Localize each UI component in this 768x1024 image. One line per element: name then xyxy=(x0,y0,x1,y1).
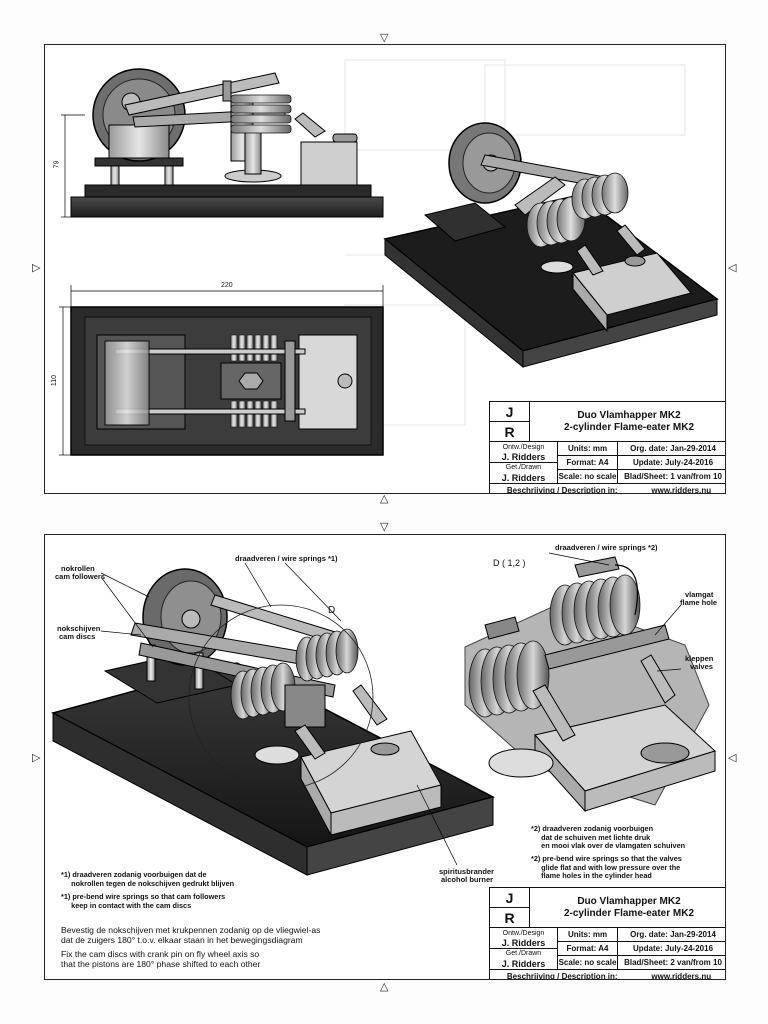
units: Units: mm xyxy=(558,442,618,456)
drawn-label: Get./Drawn xyxy=(490,463,558,472)
initials-r: R xyxy=(490,422,530,442)
drawing-title: Duo Vlamhapper MK2 2-cylinder Flame-eate… xyxy=(530,402,725,442)
note-1-en: *1) pre-bend wire springs so that cam fo… xyxy=(61,892,226,910)
registration-mark-left-2: ▷ xyxy=(32,752,41,764)
dim-height-top: 110 xyxy=(51,374,59,387)
label-detail-d-scale: D ( 1,2 ) xyxy=(493,558,526,568)
label-cam-followers-nl: nokrollen xyxy=(61,564,95,573)
design-label: Ontw./Design xyxy=(490,442,558,452)
format: Format: A4 xyxy=(558,942,618,956)
website-link[interactable]: www.ridders.nu xyxy=(651,971,712,980)
drawing-title: Duo Vlamhapper MK2 2-cylinder Flame-eate… xyxy=(530,888,725,928)
label-cam-followers-en: cam followers xyxy=(55,572,106,581)
instruction-en: Fix the cam discs with crank pin on fly … xyxy=(61,949,261,969)
initials-j: J xyxy=(490,888,530,908)
label-cam-discs-nl: nokschijven xyxy=(57,624,101,633)
label-valves-en: valves xyxy=(690,662,713,671)
design-label: Ontw./Design xyxy=(490,928,558,938)
label-wire-springs-1: draadveren / wire springs *1) xyxy=(235,554,338,563)
title-en: 2-cylinder Flame-eater MK2 xyxy=(563,907,695,919)
title-nl: Duo Vlamhapper MK2 xyxy=(577,409,681,421)
side-view xyxy=(61,68,384,218)
large-isometric-view xyxy=(50,568,496,876)
label-valves-nl: kleppen xyxy=(685,654,714,663)
org-date: Org. date: Jan-29-2014 xyxy=(618,928,725,942)
note-2-nl: *2) draadveren zodanig voorbuigen dat de… xyxy=(531,824,686,850)
dim-height-side: 79 xyxy=(53,160,61,169)
note-2-en: *2) pre-bend wire springs so that the va… xyxy=(531,854,682,880)
leader-lines xyxy=(100,552,682,866)
label-wire-springs-2: draadveren / wire springs *2) xyxy=(555,543,658,552)
drawn-label: Get./Drawn xyxy=(490,949,558,958)
registration-mark-top-2: ▽ xyxy=(380,521,389,533)
title-nl: Duo Vlamhapper MK2 xyxy=(577,895,681,907)
registration-mark-right-1: ◁ xyxy=(728,262,737,274)
isometric-view xyxy=(383,122,719,369)
label-cam-discs-en: cam discs xyxy=(59,632,96,641)
description-label: Beschrijving / Description in: xyxy=(506,971,618,980)
sheet-number: Blad/Sheet: 2 van/from 10 xyxy=(618,956,725,970)
drawn-name: J. Ridders xyxy=(490,958,558,970)
design-name: J. Ridders xyxy=(490,938,558,949)
drawn-name: J. Ridders xyxy=(490,472,558,484)
scale: Scale: no scale xyxy=(558,470,618,484)
design-name: J. Ridders xyxy=(490,452,558,463)
description-row: Beschrijving / Description in: www.ridde… xyxy=(490,970,725,980)
label-burner-nl: spiritusbrander xyxy=(439,867,495,876)
update-date: Update: July-24-2016 xyxy=(618,456,725,470)
label-flame-hole-en: flame hole xyxy=(680,598,718,607)
website-link[interactable]: www.ridders.nu xyxy=(651,485,712,494)
dim-width-top: 220 xyxy=(221,282,233,289)
drawing-sheet-2: draadveren / wire springs *1) draadveren… xyxy=(44,534,726,980)
drawing-sheet-1: 79 220 110 J R Duo Vlamhapper MK2 2-cyli… xyxy=(44,44,726,494)
registration-mark-bottom-2: △ xyxy=(380,981,389,993)
label-detail-d: D xyxy=(328,605,336,616)
units: Units: mm xyxy=(558,928,618,942)
format: Format: A4 xyxy=(558,456,618,470)
sheet-number: Blad/Sheet: 1 van/from 10 xyxy=(618,470,725,484)
sheet1-drawings xyxy=(59,59,719,456)
title-block-2: J R Duo Vlamhapper MK2 2-cylinder Flame-… xyxy=(489,887,725,980)
description-row: Beschrijving / Description in: www.ridde… xyxy=(490,484,725,494)
sheet2-drawings xyxy=(50,552,716,876)
description-label: Beschrijving / Description in: xyxy=(506,485,618,494)
detail-d-view xyxy=(464,556,716,813)
initials-j: J xyxy=(490,402,530,422)
title-block-1: J R Duo Vlamhapper MK2 2-cylinder Flame-… xyxy=(489,401,725,494)
label-flame-hole-nl: vlamgat xyxy=(685,590,714,599)
registration-mark-bottom-1: △ xyxy=(380,493,389,505)
registration-mark-left-1: ▷ xyxy=(32,262,41,274)
update-date: Update: July-24-2016 xyxy=(618,942,725,956)
title-en: 2-cylinder Flame-eater MK2 xyxy=(563,421,695,433)
registration-mark-right-2: ◁ xyxy=(728,752,737,764)
label-burner-en: alcohol burner xyxy=(441,875,494,884)
top-view xyxy=(59,285,384,456)
scale: Scale: no scale xyxy=(558,956,618,970)
initials-r: R xyxy=(490,908,530,928)
instruction-nl: Bevestig de nokschijven met krukpennen z… xyxy=(61,925,321,945)
registration-mark-top-1: ▽ xyxy=(380,32,389,44)
org-date: Org. date: Jan-29-2014 xyxy=(618,442,725,456)
note-1-nl: *1) draadveren zodanig voorbuigen dat de… xyxy=(61,870,235,888)
